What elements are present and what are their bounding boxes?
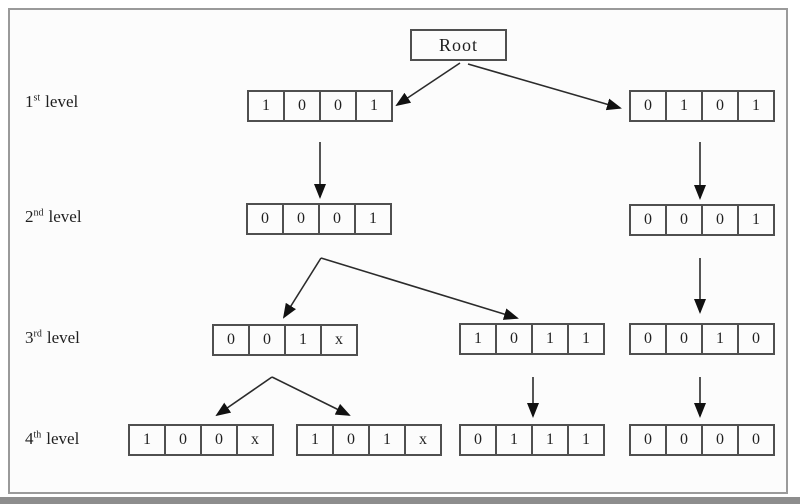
bit-cell: 0 <box>248 205 284 233</box>
bit-cell: 0 <box>667 206 703 234</box>
bit-cell: 0 <box>703 426 739 454</box>
bit-cell: 1 <box>286 326 322 354</box>
bit-cell: 0 <box>752 431 760 448</box>
level-4-word: level <box>46 429 80 448</box>
bit-cell: 1 <box>582 330 590 347</box>
register-level4-third: 0 1 1 1 <box>459 424 605 456</box>
bit-cell: 0 <box>320 205 356 233</box>
register-level2-right: 0 0 0 1 <box>629 204 775 236</box>
bit-cell: 1 <box>497 426 533 454</box>
level-3-number: 3 <box>25 328 34 347</box>
figure-border <box>8 8 788 494</box>
bit-cell: 0 <box>334 426 370 454</box>
bottom-edge <box>0 497 800 504</box>
bit-cell: 1 <box>752 211 760 228</box>
bit-cell: 1 <box>249 92 285 120</box>
level-2-ordinal: nd <box>33 207 44 219</box>
bit-cell: 0 <box>631 426 667 454</box>
level-1-word: level <box>45 92 79 111</box>
bit-cell: 1 <box>370 426 406 454</box>
level-3-ordinal: rd <box>33 328 42 340</box>
level-1-number: 1 <box>25 92 34 111</box>
bit-cell: x <box>419 431 427 448</box>
bit-cell: 1 <box>461 325 497 353</box>
level-1-ordinal: st <box>33 92 41 104</box>
bit-cell: 1 <box>369 210 377 227</box>
register-level4-fourth: 0 0 0 0 <box>629 424 775 456</box>
bit-cell: 0 <box>631 206 667 234</box>
register-level4-second: 1 0 1 x <box>296 424 442 456</box>
register-level4-first: 1 0 0 x <box>128 424 274 456</box>
level-4-number: 4 <box>25 429 34 448</box>
bit-cell: 1 <box>298 426 334 454</box>
bit-cell: 1 <box>533 426 569 454</box>
root-node-label: Root <box>438 34 478 55</box>
bit-cell: 1 <box>703 325 739 353</box>
bit-cell: 0 <box>285 92 321 120</box>
bit-cell: 1 <box>533 325 569 353</box>
bit-cell: 0 <box>202 426 238 454</box>
bit-cell: 0 <box>631 325 667 353</box>
level-3-word: level <box>46 328 80 347</box>
bit-cell: 0 <box>667 325 703 353</box>
register-level1-right: 0 1 0 1 <box>629 90 775 122</box>
bit-cell: 1 <box>667 92 703 120</box>
root-node: Root <box>410 29 507 61</box>
register-level2-left: 0 0 0 1 <box>246 203 392 235</box>
bit-cell: 1 <box>370 97 378 114</box>
bit-cell: 0 <box>284 205 320 233</box>
bit-cell: 0 <box>667 426 703 454</box>
bit-cell: 0 <box>752 330 760 347</box>
bit-cell: 1 <box>130 426 166 454</box>
register-level3-middle: 1 0 1 1 <box>459 323 605 355</box>
bit-cell: 1 <box>582 431 590 448</box>
bit-cell: 0 <box>250 326 286 354</box>
register-level3-right: 0 0 1 0 <box>629 323 775 355</box>
bit-cell: 0 <box>497 325 533 353</box>
level-2-word: level <box>48 207 82 226</box>
bit-cell: 0 <box>631 92 667 120</box>
bit-cell: 0 <box>703 92 739 120</box>
bit-cell: x <box>251 431 259 448</box>
bit-cell: 0 <box>703 206 739 234</box>
bit-cell: x <box>335 331 343 348</box>
bit-cell: 0 <box>461 426 497 454</box>
level-2-number: 2 <box>25 207 34 226</box>
bit-cell: 0 <box>214 326 250 354</box>
level-4-ordinal: th <box>33 429 42 441</box>
bit-cell: 1 <box>752 97 760 114</box>
bit-cell: 0 <box>321 92 357 120</box>
register-level3-left: 0 0 1 x <box>212 324 358 356</box>
bit-cell: 0 <box>166 426 202 454</box>
register-level1-left: 1 0 0 1 <box>247 90 393 122</box>
